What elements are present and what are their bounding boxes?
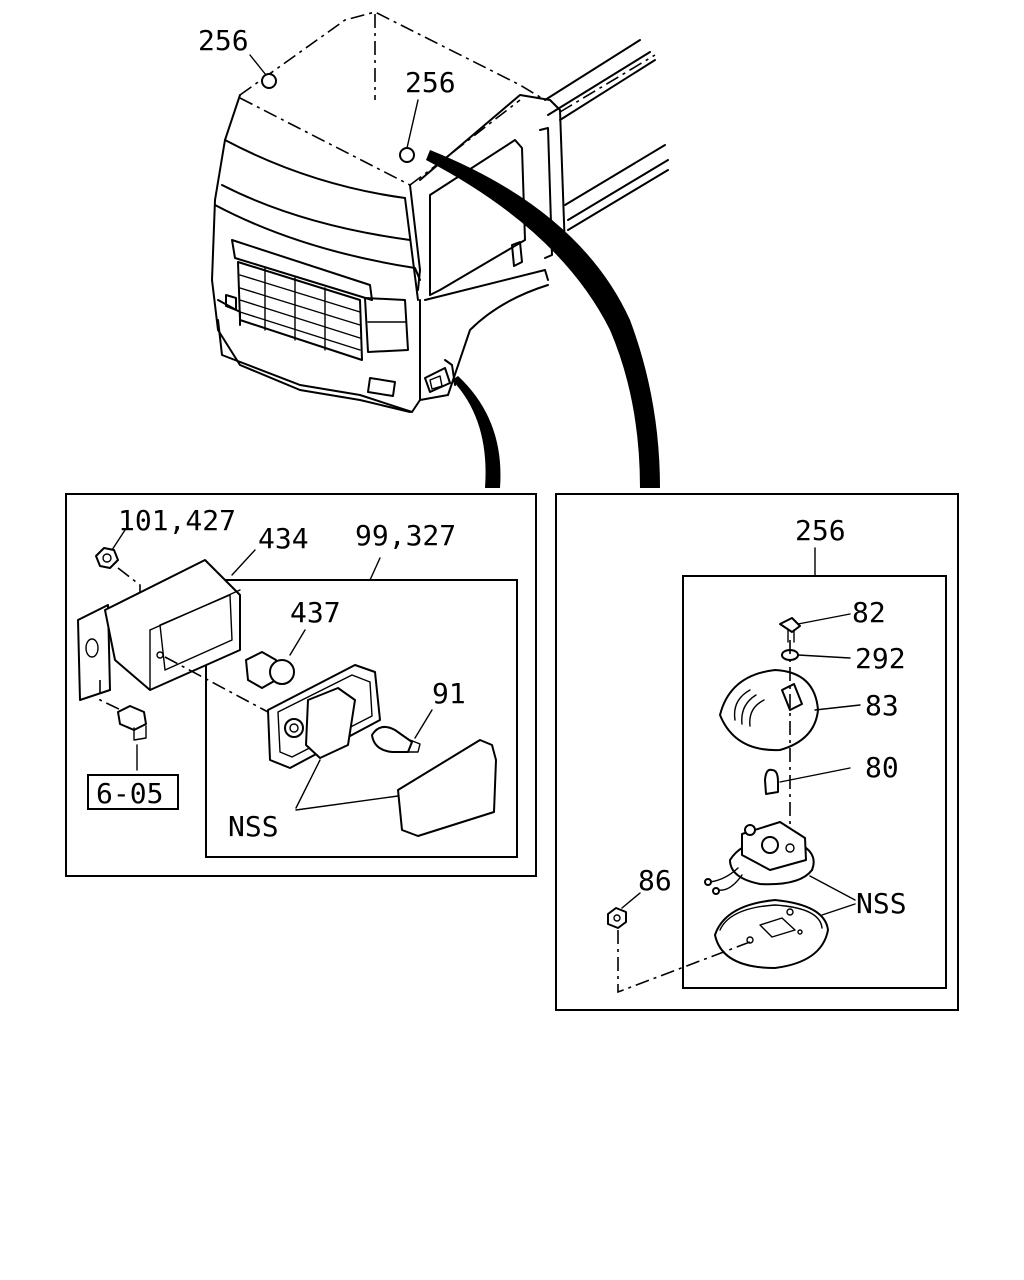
marker-lamp-assy [267, 664, 381, 809]
bracket-plate [77, 604, 126, 713]
label-434: 434 [258, 522, 309, 555]
socket-base [704, 821, 856, 901]
label-86: 86 [638, 864, 672, 897]
label-91: 91 [432, 677, 466, 710]
nut-86 [607, 892, 751, 994]
label-80: 80 [865, 751, 899, 784]
label-nss-left: NSS [228, 810, 279, 843]
screw-part [117, 705, 147, 771]
bulb-80 [764, 640, 851, 860]
washer-292 [781, 649, 851, 661]
left-detail-panel: 101,427 434 99,327 437 91 NSS 6-05 [65, 493, 537, 877]
callout-roof-right: 256 [405, 66, 456, 99]
detail-connectors [426, 150, 660, 488]
lens-cover [295, 739, 497, 837]
label-292: 292 [855, 642, 906, 675]
lamp-housing [104, 549, 269, 713]
base-plate [714, 899, 856, 969]
bulb-part [371, 709, 433, 753]
label-101-427: 101,427 [118, 504, 236, 537]
label-99-327: 99,327 [355, 519, 456, 552]
ref-6-05[interactable]: 6-05 [96, 777, 163, 810]
right-detail-panel: 256 82 292 83 80 86 NSS [555, 493, 959, 1011]
socket-part [245, 629, 306, 689]
truck-cab-illustration: 256 256 [198, 11, 669, 413]
label-83: 83 [865, 689, 899, 722]
label-256: 256 [795, 514, 846, 547]
lens-83 [719, 669, 861, 752]
screw-82 [779, 613, 851, 643]
label-nss-right: NSS [856, 887, 907, 920]
label-82: 82 [852, 596, 886, 629]
label-437: 437 [290, 596, 341, 629]
callout-roof-left: 256 [198, 24, 249, 57]
